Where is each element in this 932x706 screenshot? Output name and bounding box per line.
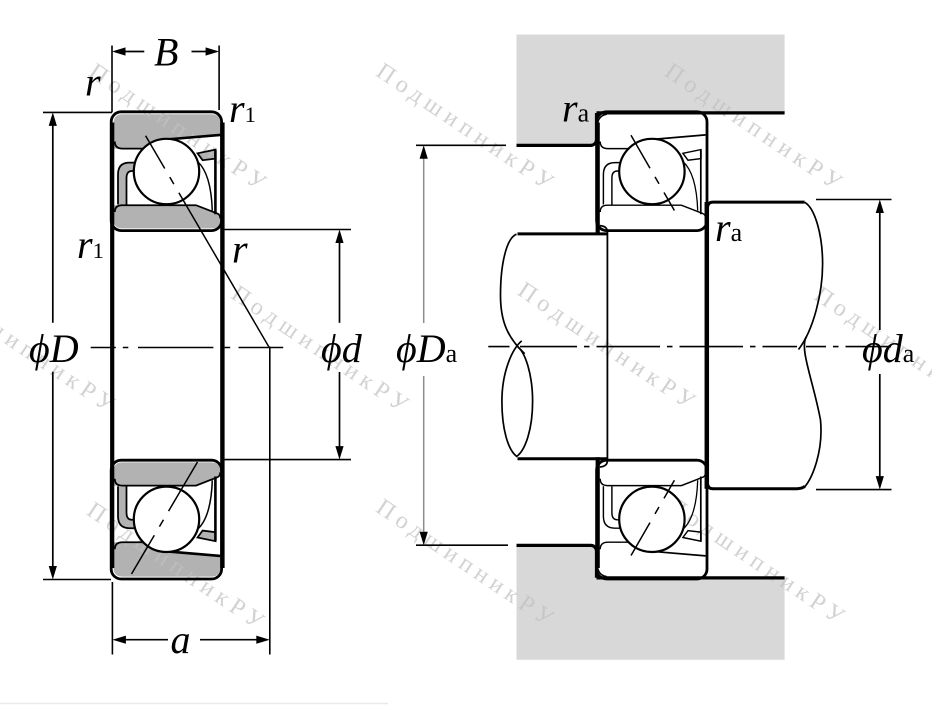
svg-text:r: r: [85, 60, 101, 105]
svg-text:B: B: [154, 29, 178, 74]
svg-text:r: r: [232, 227, 248, 272]
svg-text:ϕD: ϕD: [29, 326, 79, 371]
svg-text:a: a: [171, 617, 191, 662]
svg-text:ϕd: ϕd: [321, 326, 363, 371]
